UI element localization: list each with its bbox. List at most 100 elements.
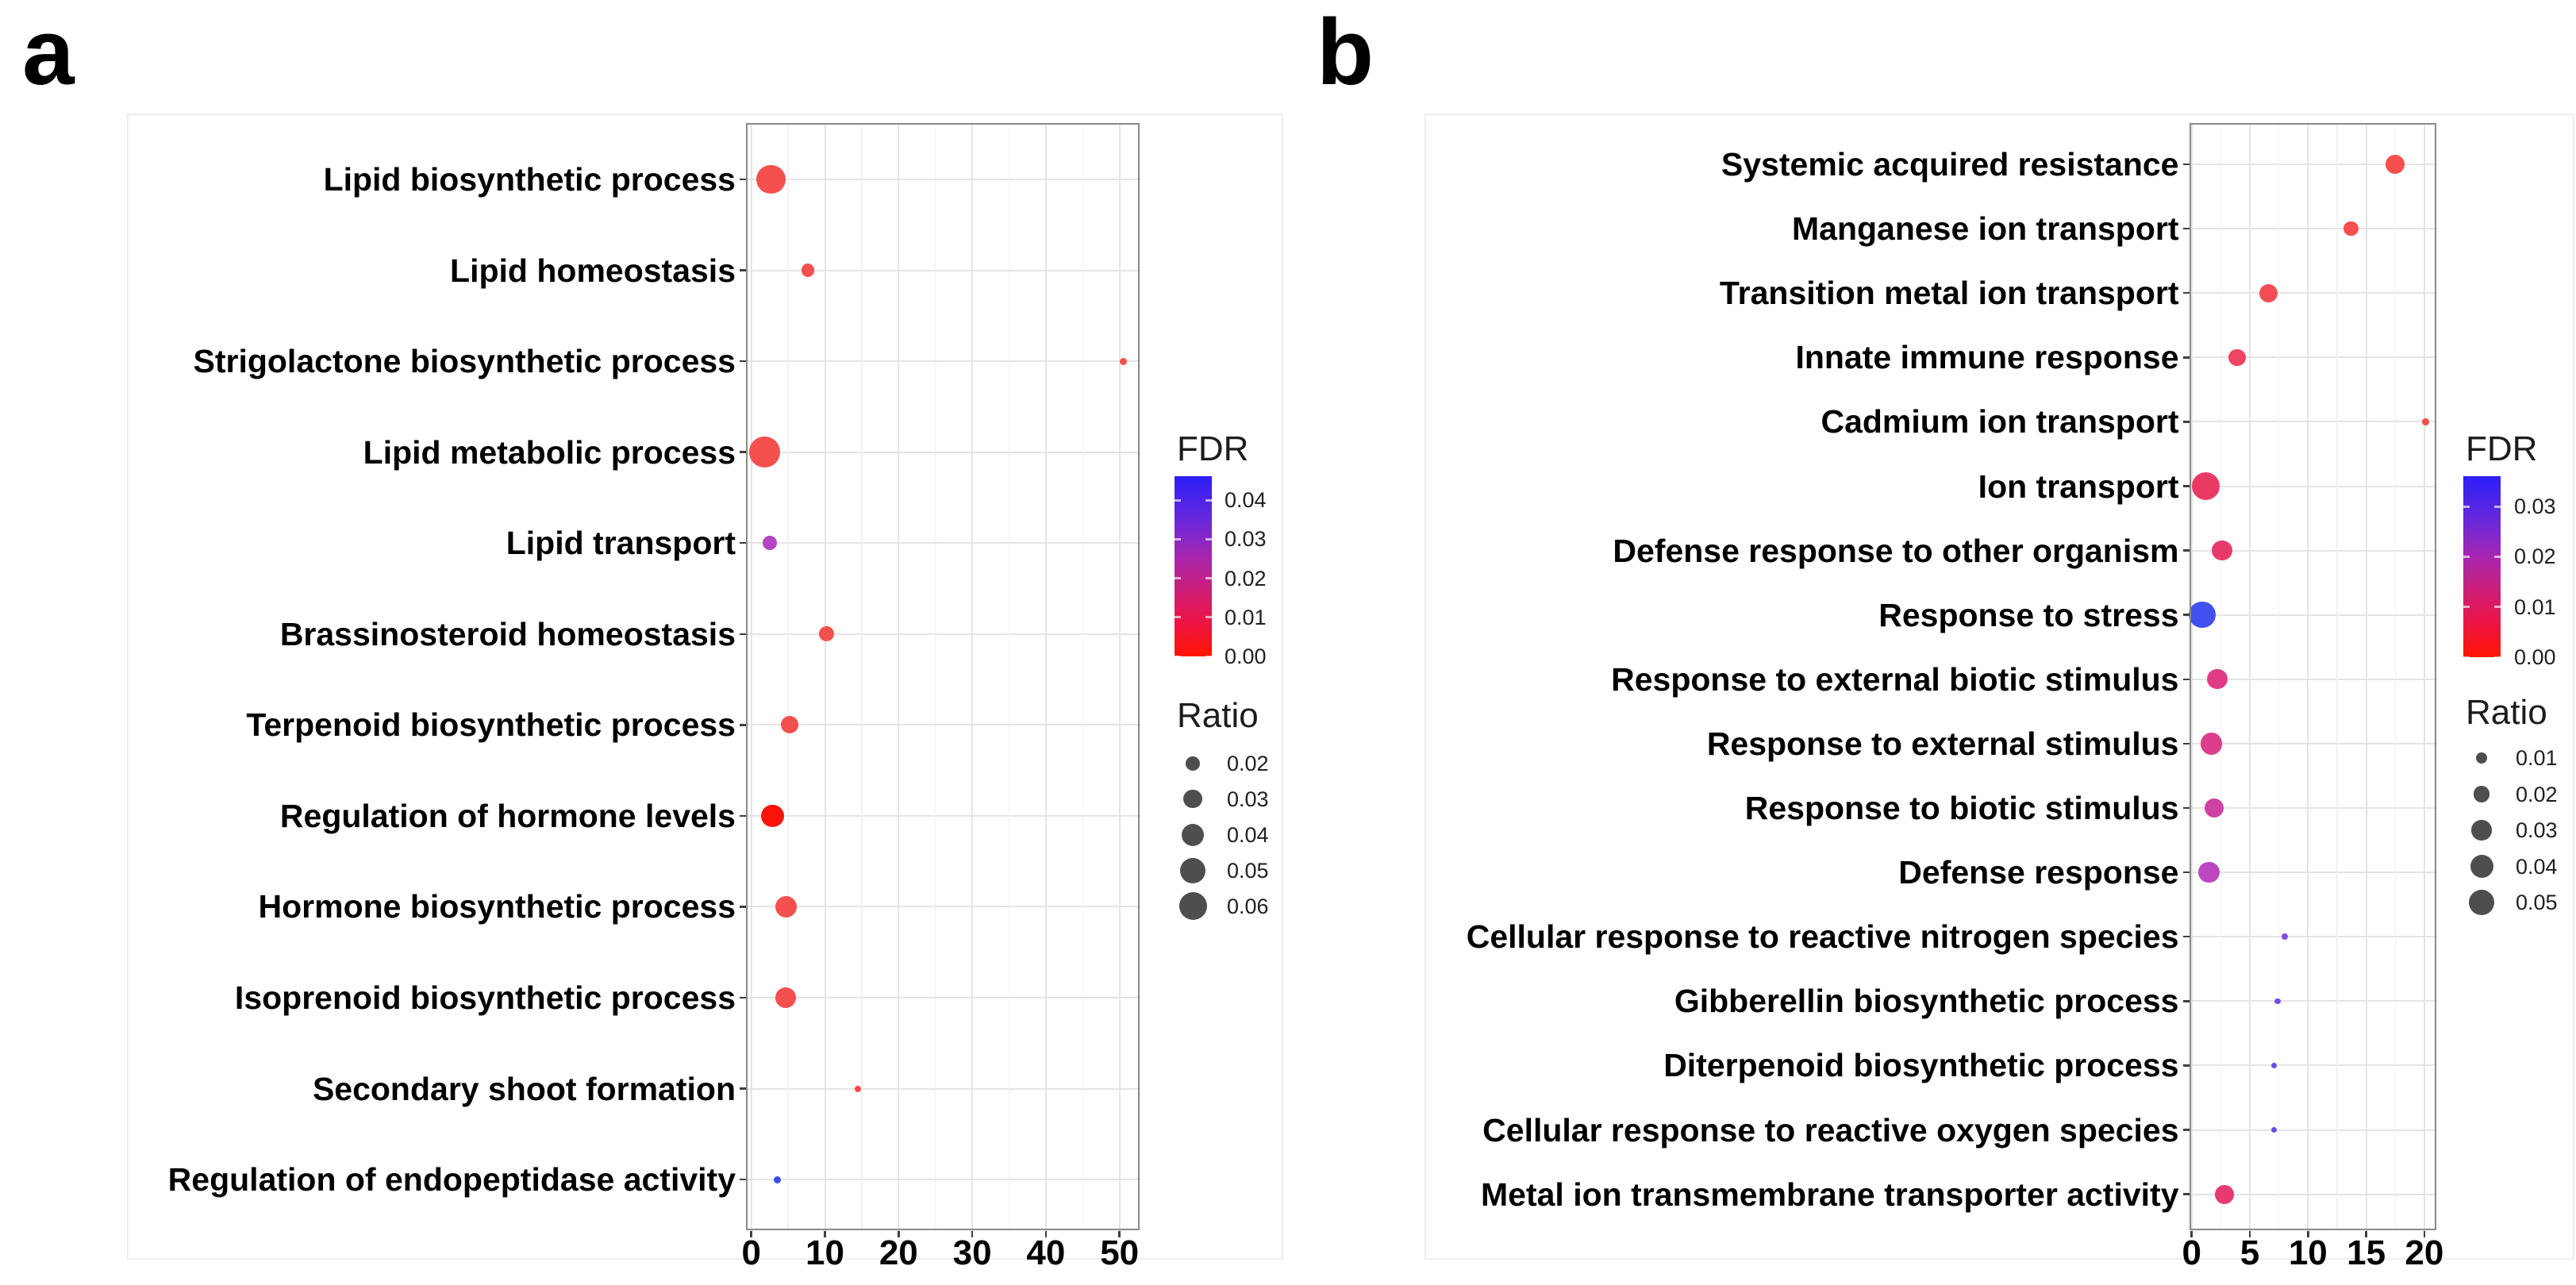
gridline-horizontal [746, 1087, 1140, 1090]
y-tick-mark [2182, 227, 2190, 230]
ratio-legend-label: 0.05 [2516, 891, 2558, 914]
gridline-horizontal [746, 996, 1140, 998]
x-tick-label: 10 [805, 1233, 844, 1272]
x-tick-label: 50 [1100, 1233, 1140, 1272]
category-label: Isoprenoid biosynthetic process [234, 979, 736, 1016]
y-tick-mark [2182, 935, 2190, 938]
fdr-colorbar-tick [1205, 577, 1212, 580]
y-tick-mark [740, 996, 746, 999]
x-tick-mark [1044, 1231, 1048, 1237]
gridline-vertical [861, 123, 863, 1231]
y-tick-mark [740, 633, 746, 635]
gridline-horizontal [746, 360, 1140, 363]
ratio-legend-dot [2470, 855, 2493, 878]
data-point [780, 716, 798, 734]
data-point [855, 1085, 862, 1092]
gridline-vertical [1118, 123, 1121, 1231]
data-point [2386, 154, 2405, 175]
y-tick-mark [740, 1087, 746, 1090]
y-tick-mark [2182, 614, 2190, 616]
fdr-colorbar-tick [1205, 616, 1212, 619]
category-label: Systemic acquired resistance [1721, 146, 2179, 183]
category-label: Response to external stimulus [1706, 725, 2179, 762]
y-tick-mark [740, 178, 746, 181]
y-tick-mark [2182, 356, 2190, 359]
category-label: Diterpenoid biosynthetic process [1663, 1047, 2179, 1084]
data-point [2228, 348, 2246, 367]
category-label: Cellular response to reactive nitrogen s… [1466, 918, 2179, 956]
fdr-tick-label: 0.03 [2514, 494, 2556, 518]
gridline-vertical [750, 123, 752, 1231]
x-tick-mark [971, 1231, 974, 1237]
data-point [2189, 602, 2216, 629]
gridline-horizontal [2189, 549, 2437, 552]
category-label: Regulation of endopeptidase activity [167, 1161, 736, 1198]
ratio-legend-dot [1185, 756, 1201, 771]
plot-panel-border [2189, 123, 2436, 1230]
x-tick-label: 0 [741, 1233, 761, 1272]
gridline-vertical [787, 123, 789, 1231]
fdr-colorbar-tick [2494, 606, 2501, 609]
fdr-colorbar-tick [1175, 537, 1181, 541]
x-tick-mark [2248, 1231, 2251, 1237]
fdr-tick-label: 0.03 [1225, 527, 1267, 552]
gridline-horizontal [2189, 485, 2437, 487]
y-tick-mark [2182, 549, 2190, 552]
gridline-horizontal [2189, 742, 2437, 744]
ratio-legend-label: 0.03 [1227, 787, 1269, 811]
ratio-legend-label: 0.01 [2516, 746, 2558, 770]
gridline-horizontal [2189, 614, 2437, 616]
data-point [775, 987, 797, 1008]
fdr-colorbar-tick [2494, 505, 2501, 508]
data-point [2422, 418, 2429, 425]
y-tick-mark [2182, 485, 2190, 487]
fdr-colorbar [1175, 476, 1212, 656]
fdr-tick-label: 0.00 [2514, 645, 2556, 669]
gridline-horizontal [746, 542, 1140, 544]
fdr-colorbar-tick [2494, 555, 2501, 558]
ratio-legend-title: Ratio [1177, 696, 1259, 735]
fdr-colorbar-tick [1205, 498, 1212, 502]
ratio-legend-title: Ratio [2466, 693, 2547, 732]
gridline-horizontal [2189, 1129, 2437, 1131]
gridline-vertical [1044, 123, 1047, 1231]
gridline-vertical [2423, 123, 2425, 1231]
data-point [775, 895, 797, 918]
y-tick-mark [2182, 742, 2190, 745]
y-tick-mark [2182, 871, 2190, 874]
panel-label-a: a [22, 0, 75, 105]
x-tick-label: 5 [2240, 1233, 2260, 1272]
category-label: Gibberellin biosynthetic process [1674, 983, 2179, 1020]
y-tick-mark [2182, 421, 2190, 423]
category-label: Secondary shoot formation [312, 1070, 736, 1107]
gridline-horizontal [2189, 678, 2437, 680]
fdr-colorbar-tick [1205, 655, 1212, 658]
gridline-horizontal [2189, 1193, 2437, 1195]
gridline-vertical [2365, 123, 2367, 1231]
category-label: Terpenoid biosynthetic process [246, 706, 736, 744]
x-tick-mark [2307, 1231, 2309, 1237]
gridline-vertical [2394, 123, 2396, 1231]
fdr-colorbar-tick [2463, 656, 2470, 659]
category-label: Lipid biosynthetic process [323, 161, 736, 198]
data-point [2204, 798, 2224, 818]
data-point [2212, 540, 2232, 561]
gridline-vertical [2190, 123, 2193, 1231]
gridline-vertical [824, 123, 826, 1231]
fdr-colorbar-tick [1205, 537, 1212, 541]
data-point [818, 626, 834, 642]
fdr-colorbar-tick [1175, 577, 1181, 580]
y-tick-mark [2182, 1193, 2190, 1195]
gridline-horizontal [2189, 1064, 2437, 1067]
gridline-horizontal [2189, 936, 2437, 938]
ratio-legend-label: 0.04 [1227, 822, 1269, 847]
ratio-legend-label: 0.06 [1227, 894, 1269, 918]
category-label: Response to biotic stimulus [1744, 790, 2179, 826]
fdr-colorbar-tick [1175, 616, 1181, 619]
fdr-tick-label: 0.02 [2514, 544, 2556, 569]
gridline-horizontal [746, 906, 1140, 908]
ratio-legend-dot [2469, 890, 2494, 915]
gridline-horizontal [746, 814, 1140, 817]
